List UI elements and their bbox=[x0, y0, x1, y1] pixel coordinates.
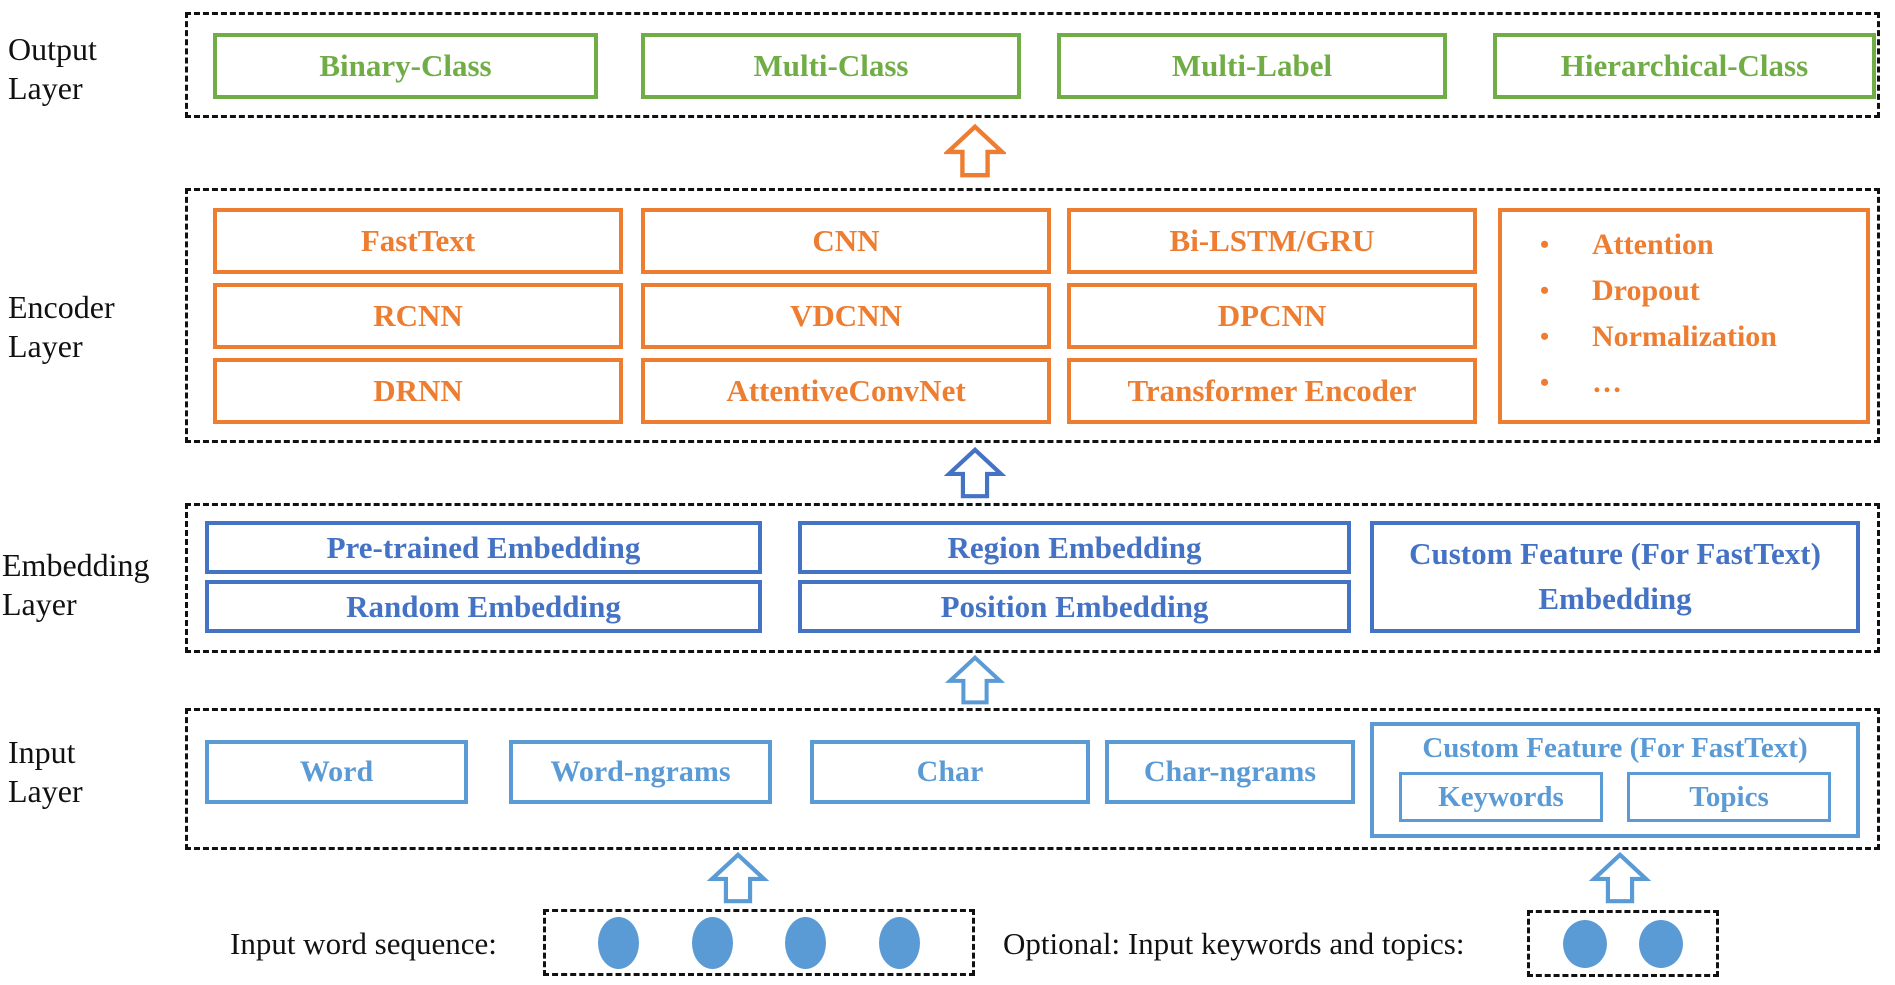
encoder-box-vdcnn: VDCNN bbox=[641, 283, 1051, 349]
output-layer-label-line1: Output bbox=[8, 31, 97, 67]
input-box-keywords: Keywords bbox=[1399, 772, 1603, 822]
embedding-box-custom-feature: Custom Feature (For FastText) Embedding bbox=[1370, 521, 1860, 633]
embedding-layer-label-line1: Embedding bbox=[2, 547, 150, 583]
up-arrow-icon bbox=[707, 852, 769, 904]
input-box-char: Char bbox=[810, 740, 1090, 804]
encoder-box-dpcnn: DPCNN bbox=[1067, 283, 1477, 349]
bullet-icon: • bbox=[1540, 322, 1550, 351]
embedding-box-pretrained: Pre-trained Embedding bbox=[205, 521, 762, 574]
sequence-dot bbox=[785, 916, 827, 969]
up-arrow-icon bbox=[944, 655, 1006, 705]
output-layer-label: Output Layer bbox=[8, 30, 190, 108]
bullet-icon: • bbox=[1540, 276, 1550, 305]
input-box-custom-feature: Custom Feature (For FastText) Keywords T… bbox=[1370, 722, 1860, 838]
embedding-layer-label-line2: Layer bbox=[2, 586, 77, 622]
up-arrow-icon bbox=[944, 123, 1006, 178]
sequence-dot bbox=[691, 916, 733, 969]
encoder-extra-label: Attention bbox=[1592, 228, 1714, 261]
encoder-layer-label-line2: Layer bbox=[8, 328, 83, 364]
output-box-multi-label: Multi-Label bbox=[1057, 33, 1447, 99]
sequence-dot bbox=[1562, 919, 1607, 968]
custom-feature-title: Custom Feature (For FastText) bbox=[1422, 732, 1808, 764]
embedding-layer-label: Embedding Layer bbox=[2, 546, 184, 624]
encoder-extra-label: Normalization bbox=[1592, 320, 1777, 353]
encoder-box-bilstm-gru: Bi-LSTM/GRU bbox=[1067, 208, 1477, 274]
encoder-box-transformer-encoder: Transformer Encoder bbox=[1067, 358, 1477, 424]
encoder-box-drnn: DRNN bbox=[213, 358, 623, 424]
keywords-topics-dots-box bbox=[1527, 910, 1719, 977]
embedding-box-position: Position Embedding bbox=[798, 580, 1351, 633]
embedding-box-random: Random Embedding bbox=[205, 580, 762, 633]
output-box-binary-class: Binary-Class bbox=[213, 33, 598, 99]
input-word-sequence-label: Input word sequence: bbox=[230, 926, 497, 961]
encoder-box-attentiveconvnet: AttentiveConvNet bbox=[641, 358, 1051, 424]
encoder-box-cnn: CNN bbox=[641, 208, 1051, 274]
encoder-layer-label: Encoder Layer bbox=[8, 288, 190, 366]
custom-feature-children: Keywords Topics bbox=[1399, 772, 1831, 822]
input-layer-label-line1: Input bbox=[8, 734, 76, 770]
output-box-hierarchical-class: Hierarchical-Class bbox=[1493, 33, 1876, 99]
up-arrow-icon bbox=[944, 447, 1006, 499]
encoder-extras-box: • Attention • Dropout • Normalization • … bbox=[1498, 208, 1870, 424]
optional-keywords-label: Optional: Input keywords and topics: bbox=[1003, 926, 1465, 961]
input-box-word: Word bbox=[205, 740, 468, 804]
input-box-word-ngrams: Word-ngrams bbox=[509, 740, 772, 804]
embedding-box-region: Region Embedding bbox=[798, 521, 1351, 574]
input-layer-label-line2: Layer bbox=[8, 773, 83, 809]
encoder-layer-label-line1: Encoder bbox=[8, 289, 115, 325]
encoder-extra-ellipsis: • … bbox=[1540, 360, 1866, 406]
sequence-dot bbox=[878, 916, 920, 969]
encoder-extra-dropout: • Dropout bbox=[1540, 268, 1866, 314]
encoder-box-fasttext: FastText bbox=[213, 208, 623, 274]
bullet-icon: • bbox=[1540, 368, 1550, 397]
sequence-dot bbox=[598, 916, 640, 969]
up-arrow-icon bbox=[1589, 852, 1651, 904]
encoder-extra-label: … bbox=[1592, 366, 1622, 399]
output-box-multi-class: Multi-Class bbox=[641, 33, 1021, 99]
bullet-icon: • bbox=[1540, 230, 1550, 259]
encoder-extra-attention: • Attention bbox=[1540, 222, 1866, 268]
input-layer-label: Input Layer bbox=[8, 733, 190, 811]
encoder-box-rcnn: RCNN bbox=[213, 283, 623, 349]
sequence-dot bbox=[1639, 919, 1684, 968]
input-box-topics: Topics bbox=[1627, 772, 1831, 822]
encoder-extra-label: Dropout bbox=[1592, 274, 1700, 307]
word-sequence-dots-box bbox=[543, 909, 975, 976]
encoder-extra-normalization: • Normalization bbox=[1540, 314, 1866, 360]
input-box-char-ngrams: Char-ngrams bbox=[1105, 740, 1355, 804]
output-layer-label-line2: Layer bbox=[8, 70, 83, 106]
